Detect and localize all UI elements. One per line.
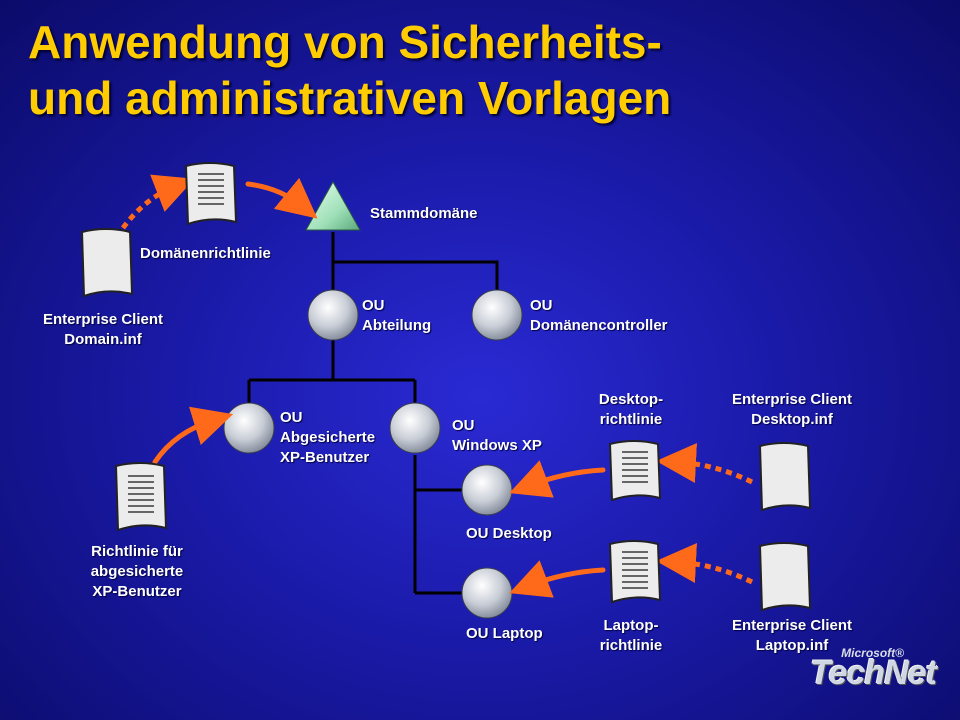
microsoft-technet-logo: Microsoft® TechNet xyxy=(802,646,942,706)
ou-domaenencontroller-node xyxy=(471,289,523,341)
ou-abteilung-node xyxy=(307,289,359,341)
ou-windows-xp-label: OU Windows XP xyxy=(452,416,542,456)
desktop-policy-line-2: richtlinie xyxy=(599,411,663,428)
tree-lines xyxy=(247,232,499,595)
enterprise-domain-line-2: Domain.inf xyxy=(64,331,142,348)
ou-abgesicherte-line-3: XP-Benutzer xyxy=(280,449,370,466)
ou-abteilung-line-2: Abteilung xyxy=(362,317,432,334)
arrow-laptop-policy-to-ou xyxy=(509,560,606,598)
ou-domaenencontroller-label: OU Domänencontroller xyxy=(530,296,668,336)
secure-xp-policy-line-2: abgesicherte xyxy=(90,563,184,580)
secure-xp-policy-line-3: XP-Benutzer xyxy=(92,583,182,600)
ou-windows-xp-node xyxy=(389,402,441,454)
secure-xp-policy-label: Richtlinie für abgesicherte XP-Benutzer xyxy=(62,542,212,602)
ou-laptop-node xyxy=(461,567,513,619)
ou-abgesicherte-node xyxy=(223,402,275,454)
ou-desktop-node xyxy=(461,464,513,516)
domain-policy-document-icon xyxy=(184,162,238,226)
enterprise-domain-label: Enterprise Client Domain.inf xyxy=(26,310,180,350)
enterprise-desktop-line-1: Enterprise Client xyxy=(731,391,853,408)
ou-abteilung-line-1: OU xyxy=(362,297,385,314)
laptop-policy-line-1: Laptop- xyxy=(603,617,659,634)
enterprise-desktop-document-icon xyxy=(758,442,812,512)
ou-abgesicherte-line-1: OU xyxy=(280,409,303,426)
arrow-secure-policy-to-ou xyxy=(152,406,234,465)
laptop-policy-label: Laptop- richtlinie xyxy=(576,616,686,656)
technet-wordmark: TechNet xyxy=(810,654,937,692)
ou-laptop-label: OU Laptop xyxy=(466,625,543,642)
ou-dc-line-2: Domänencontroller xyxy=(530,317,668,334)
desktop-policy-line-1: Desktop- xyxy=(598,391,664,408)
ou-windows-xp-line-2: Windows XP xyxy=(452,437,542,454)
microsoft-wordmark: Microsoft® xyxy=(841,646,904,660)
enterprise-domain-line-1: Enterprise Client xyxy=(42,311,164,328)
ou-desktop-label: OU Desktop xyxy=(466,525,552,542)
apply-arrows xyxy=(152,177,606,598)
root-domain-label: Stammdomäne xyxy=(370,205,478,222)
enterprise-laptop-line-1: Enterprise Client xyxy=(731,617,853,634)
ou-abgesicherte-line-2: Abgesicherte xyxy=(280,429,376,446)
title-line-2: und administrativen Vorlagen xyxy=(28,72,672,124)
ou-windows-xp-line-1: OU xyxy=(452,417,475,434)
domain-policy-label: Domänenrichtlinie xyxy=(140,245,271,262)
desktop-policy-document-icon xyxy=(608,440,662,502)
enterprise-laptop-label: Enterprise Client Laptop.inf xyxy=(714,616,870,656)
desktop-policy-label: Desktop- richtlinie xyxy=(576,390,686,430)
enterprise-domain-document-icon xyxy=(80,228,134,298)
ou-abteilung-label: OU Abteilung xyxy=(362,296,431,336)
arrow-enterprise-laptop-to-policy xyxy=(656,543,754,585)
arrow-enterprise-domain-to-policy xyxy=(120,174,195,230)
arrow-domain-policy-to-root xyxy=(245,177,318,219)
arrow-enterprise-desktop-to-policy xyxy=(656,443,754,485)
enterprise-laptop-line-2: Laptop.inf xyxy=(755,637,829,654)
template-arrows xyxy=(120,174,754,585)
secure-xp-policy-document-icon xyxy=(114,462,168,532)
enterprise-desktop-line-2: Desktop.inf xyxy=(751,411,833,428)
enterprise-laptop-document-icon xyxy=(758,542,812,612)
secure-xp-policy-line-1: Richtlinie für xyxy=(91,543,183,560)
ou-dc-line-1: OU xyxy=(530,297,553,314)
documents xyxy=(80,162,812,612)
page-title: Anwendung von Sicherheits- und administr… xyxy=(28,14,928,126)
ou-abgesicherte-label: OU Abgesicherte XP-Benutzer xyxy=(280,408,375,468)
title-line-1: Anwendung von Sicherheits- xyxy=(28,16,662,68)
enterprise-desktop-label: Enterprise Client Desktop.inf xyxy=(714,390,870,430)
root-domain-triangle-icon xyxy=(305,180,361,231)
arrow-desktop-policy-to-ou xyxy=(509,460,606,498)
laptop-policy-line-2: richtlinie xyxy=(599,637,663,654)
laptop-policy-document-icon xyxy=(608,540,662,604)
